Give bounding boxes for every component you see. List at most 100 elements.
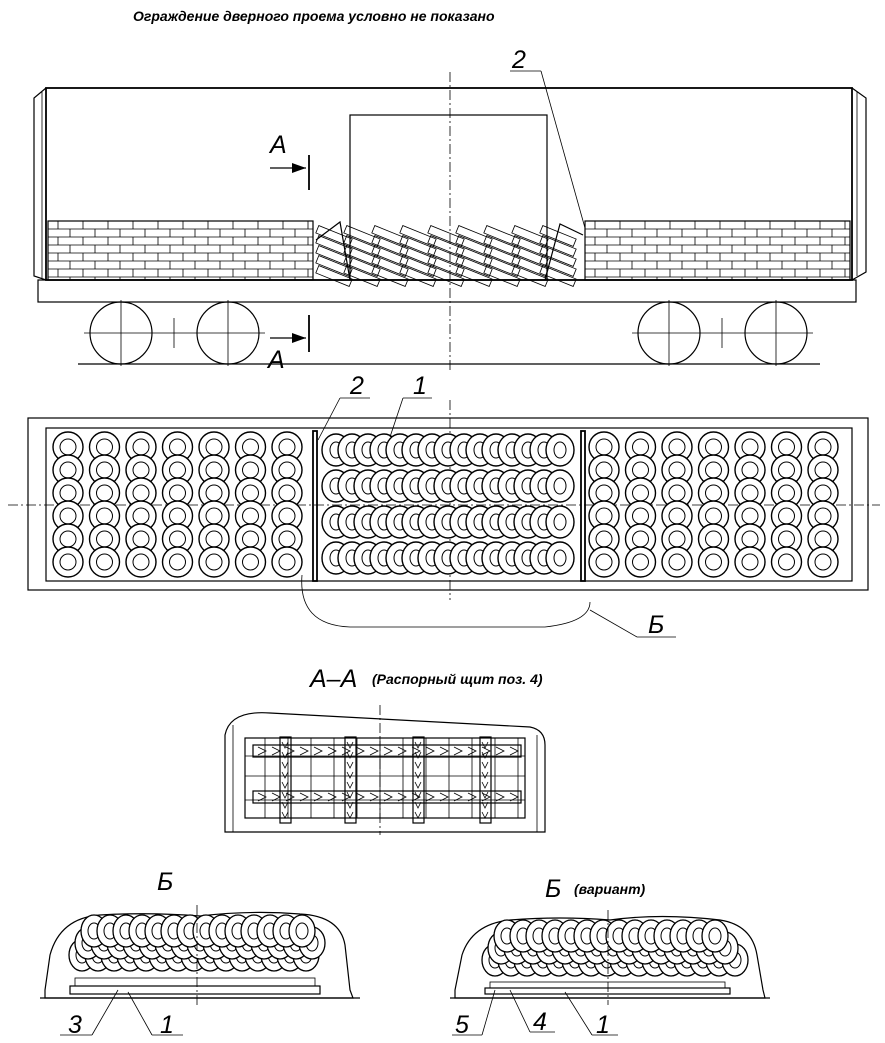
callout-number: 2 <box>511 46 526 74</box>
coil <box>88 454 121 486</box>
plan-inner <box>45 427 853 582</box>
coil <box>624 546 657 578</box>
coil <box>198 431 230 463</box>
detail-b: Б 3 1 <box>40 868 360 1039</box>
coil <box>734 454 766 486</box>
callout-number: 1 <box>596 1011 610 1039</box>
coil <box>271 431 303 463</box>
wagon-frame <box>37 279 857 303</box>
inclined-cargo <box>315 220 584 287</box>
coil <box>588 454 620 486</box>
coil <box>734 546 766 578</box>
callout-number: 4 <box>533 1008 547 1036</box>
detail-b-variant: Б (вариант) 5 4 1 <box>450 875 770 1039</box>
section-mark-label: А <box>266 346 285 374</box>
coil <box>271 546 303 578</box>
coil <box>125 500 157 532</box>
coil <box>234 454 267 486</box>
coil <box>588 546 620 578</box>
coil <box>198 546 230 578</box>
callout-2-plan: 2 <box>317 372 370 441</box>
coil <box>125 477 157 509</box>
coil <box>234 477 267 509</box>
coil <box>697 431 730 463</box>
coil <box>770 477 803 509</box>
drawing-note: Ограждение дверного проема условно не по… <box>133 8 495 24</box>
coil <box>88 477 121 509</box>
callout-4-detail: 4 <box>509 989 555 1036</box>
coil <box>234 431 267 463</box>
shield-right <box>580 430 586 582</box>
section-aa: А–А (Распорный щит поз. 4) <box>224 665 546 835</box>
callout-number: 1 <box>160 1011 174 1039</box>
coil <box>198 523 230 555</box>
coil <box>624 523 657 555</box>
coil <box>161 500 194 532</box>
wagon-left-end <box>33 87 47 281</box>
coil <box>52 546 84 578</box>
coil <box>807 431 839 463</box>
coil <box>52 500 84 532</box>
coil <box>271 523 303 555</box>
wagon-plan-view: 2 1 Б <box>8 372 880 639</box>
coil <box>770 546 803 578</box>
coil <box>588 477 620 509</box>
plan-outline <box>27 417 869 591</box>
shield-left <box>312 430 318 582</box>
wagon-side-view: А А 2 <box>33 46 867 374</box>
callout-number: 1 <box>413 372 427 400</box>
coil <box>545 433 575 467</box>
coil <box>271 477 303 509</box>
coil <box>125 431 157 463</box>
callout-1-detail: 1 <box>127 991 183 1039</box>
right-bogie <box>632 300 813 366</box>
callout-2-side: 2 <box>510 46 586 229</box>
coil <box>697 500 730 532</box>
coil <box>198 500 230 532</box>
wagon-right-end <box>851 87 867 281</box>
coil <box>271 500 303 532</box>
coil <box>661 523 693 555</box>
coil <box>588 500 620 532</box>
shield-frame <box>244 737 526 819</box>
coil <box>125 454 157 486</box>
callout-1-plan: 1 <box>389 372 432 438</box>
door-opening <box>349 114 548 281</box>
coil <box>661 477 693 509</box>
coil-rows <box>52 431 839 578</box>
coil <box>545 541 575 575</box>
coil <box>588 431 620 463</box>
callout-5-detail: 5 <box>452 989 496 1039</box>
callout-number: 5 <box>455 1011 469 1039</box>
right-cargo-stack <box>584 220 851 281</box>
coil <box>697 546 730 578</box>
callout-number: 2 <box>349 372 364 400</box>
shield-boards <box>252 736 522 824</box>
coil <box>545 505 575 539</box>
section-aa-title: А–А <box>308 665 357 693</box>
coil <box>697 523 730 555</box>
coil <box>161 546 194 578</box>
coil <box>807 546 839 578</box>
detail-b-variant-title: Б <box>545 875 561 903</box>
coil <box>161 477 194 509</box>
coil <box>588 523 620 555</box>
coil <box>125 546 157 578</box>
coil <box>734 431 766 463</box>
coil <box>661 454 693 486</box>
coil <box>624 500 657 532</box>
coil <box>734 477 766 509</box>
detail-b-variant-subtitle: (вариант) <box>574 881 646 897</box>
detail-b-title: Б <box>157 868 173 896</box>
coil <box>701 919 729 953</box>
coil <box>288 914 316 948</box>
callout-number: 3 <box>68 1011 82 1039</box>
section-aa-subtitle: (Распорный щит поз. 4) <box>372 671 543 687</box>
section-mark-label: А <box>268 131 287 159</box>
section-mark-a: А А <box>266 131 310 374</box>
coil <box>234 546 267 578</box>
coil <box>161 431 194 463</box>
callout-b-plan: Б <box>301 574 676 639</box>
coil <box>52 431 84 463</box>
